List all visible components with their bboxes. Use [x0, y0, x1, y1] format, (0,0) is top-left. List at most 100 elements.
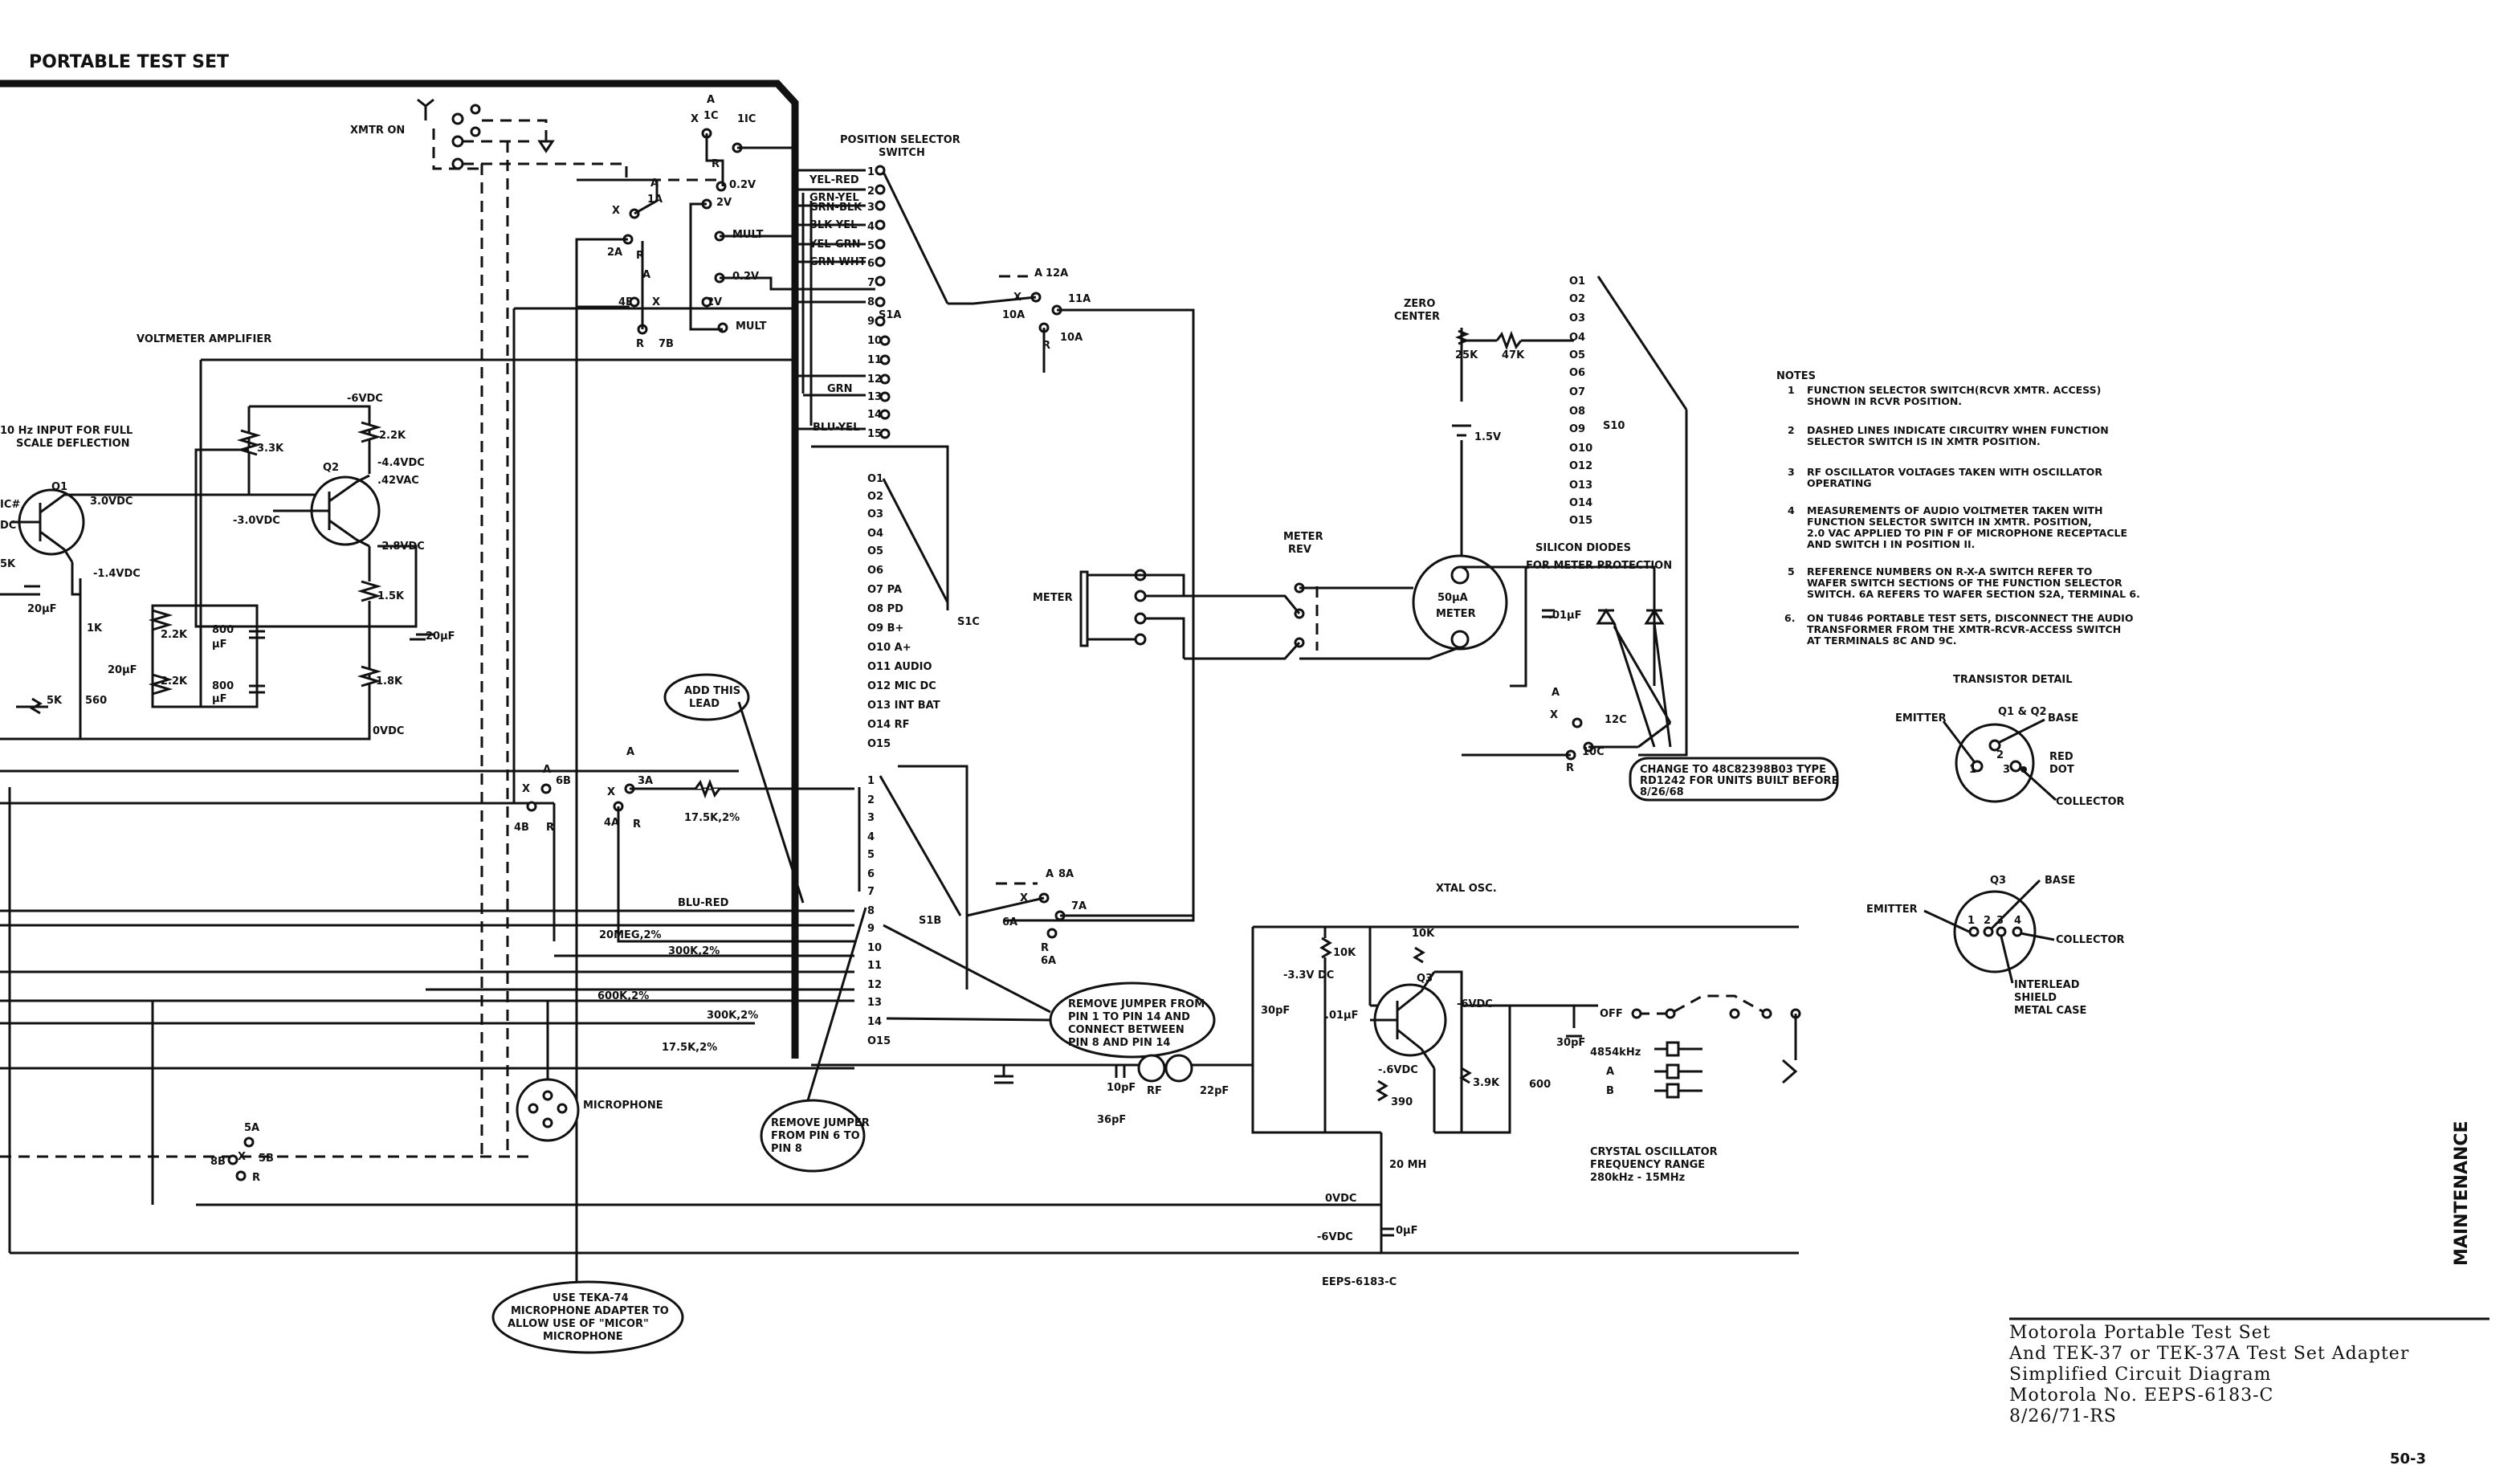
- svg-text:O14: O14: [1569, 497, 1592, 509]
- svg-text:2: 2: [1788, 424, 1795, 436]
- crystal-2: [1666, 1063, 1680, 1079]
- svg-text:RF OSCILLATOR VOLTAGES TAKEN W: RF OSCILLATOR VOLTAGES TAKEN WITH OSCILL…: [1807, 466, 2102, 478]
- svg-text:R: R: [1042, 340, 1050, 352]
- svg-text:4B: 4B: [514, 822, 529, 834]
- svg-text:RF: RF: [1147, 1085, 1162, 1097]
- svg-text:O4: O4: [867, 528, 883, 540]
- svg-text:2.2K: 2.2K: [161, 629, 188, 641]
- svg-text:X: X: [612, 205, 620, 217]
- notes-block: NOTES 1 FUNCTION SELECTOR SWITCH(RCVR XM…: [1776, 370, 2140, 647]
- svg-text:5: 5: [867, 240, 875, 252]
- svg-text:A: A: [650, 178, 659, 190]
- svg-text:OPERATING: OPERATING: [1807, 477, 1872, 489]
- svg-text:10C: 10C: [1582, 746, 1605, 758]
- svg-text:R: R: [252, 1172, 260, 1184]
- svg-text:6: 6: [867, 868, 875, 880]
- svg-text:-1.4VDC: -1.4VDC: [93, 568, 141, 580]
- svg-text:O2: O2: [1569, 293, 1585, 305]
- svg-text:COLLECTOR: COLLECTOR: [2056, 796, 2125, 808]
- svg-text:3: 3: [867, 812, 875, 824]
- svg-text:AND SWITCH I IN POSITION II.: AND SWITCH I IN POSITION II.: [1807, 538, 1975, 550]
- svg-text:DASHED LINES INDICATE CIRCUITR: DASHED LINES INDICATE CIRCUITRY WHEN FUN…: [1807, 424, 2109, 436]
- maintenance-label: MAINTENANCE: [2452, 1120, 2472, 1266]
- svg-text:BASE: BASE: [2048, 712, 2078, 724]
- svg-text:O6: O6: [867, 565, 883, 577]
- svg-text:CRYSTAL OSCILLATOR: CRYSTAL OSCILLATOR: [1590, 1146, 1718, 1158]
- svg-text:30pF: 30pF: [1261, 1005, 1290, 1017]
- svg-text:300K,2%: 300K,2%: [707, 1010, 758, 1022]
- svg-text:X: X: [1550, 709, 1558, 721]
- svg-text:.01µF: .01µF: [1325, 1010, 1358, 1022]
- svg-text:FROM PIN 6 TO: FROM PIN 6 TO: [771, 1130, 860, 1142]
- xmtr-on-label: XMTR ON: [350, 124, 405, 137]
- svg-text:REFERENCE NUMBERS ON R-X-A SWI: REFERENCE NUMBERS ON R-X-A SWITCH REFER …: [1807, 565, 2092, 577]
- svg-text:X: X: [691, 113, 699, 125]
- svg-text:R: R: [636, 338, 644, 350]
- svg-text:17.5K,2%: 17.5K,2%: [662, 1042, 717, 1054]
- svg-text:3: 3: [2003, 764, 2010, 776]
- svg-text:11: 11: [867, 960, 882, 972]
- svg-text:800: 800: [212, 624, 234, 636]
- svg-text:R: R: [636, 250, 644, 262]
- svg-text:O9: O9: [1569, 423, 1585, 435]
- svg-text:O10: O10: [1569, 443, 1592, 455]
- svg-text:1.5K: 1.5K: [377, 590, 405, 602]
- svg-text:CENTER: CENTER: [1394, 311, 1440, 323]
- svg-text:A: A: [543, 764, 551, 776]
- svg-text:3: 3: [867, 202, 875, 214]
- svg-text:CONNECT BETWEEN: CONNECT BETWEEN: [1068, 1024, 1185, 1036]
- svg-text:Simplified Circuit Diagram: Simplified Circuit Diagram: [2009, 1365, 2272, 1385]
- svg-text:2: 2: [867, 186, 875, 198]
- svg-text:MULT: MULT: [736, 320, 767, 333]
- svg-text:O8: O8: [1569, 406, 1585, 418]
- svg-text:.42VAC: .42VAC: [377, 475, 419, 487]
- svg-text:8: 8: [867, 905, 875, 917]
- svg-text:O2: O2: [867, 491, 883, 503]
- svg-text:3.9K: 3.9K: [1473, 1077, 1500, 1089]
- svg-text:0VDC: 0VDC: [373, 725, 404, 737]
- svg-text:2V: 2V: [716, 197, 732, 209]
- svg-text:10pF: 10pF: [1107, 1082, 1136, 1094]
- svg-text:REV: REV: [1288, 544, 1311, 556]
- svg-text:And TEK-37 or TEK-37A Test Set: And TEK-37 or TEK-37A Test Set Adapter: [2008, 1344, 2409, 1364]
- svg-text:390: 390: [1391, 1096, 1413, 1108]
- svg-text:6B: 6B: [556, 775, 571, 787]
- microphone-connector: [516, 1078, 580, 1142]
- svg-text:O9 B+: O9 B+: [867, 622, 903, 635]
- svg-text:PIN 8: PIN 8: [771, 1143, 802, 1155]
- svg-text:A: A: [1606, 1066, 1614, 1078]
- svg-text:10A: 10A: [1060, 332, 1083, 344]
- svg-text:0µF: 0µF: [1396, 1225, 1418, 1237]
- svg-text:X: X: [607, 786, 615, 798]
- svg-text:8B: 8B: [210, 1156, 226, 1168]
- svg-text:2.2K: 2.2K: [379, 430, 406, 442]
- svg-text:11A: 11A: [1068, 293, 1091, 305]
- svg-text:METER: METER: [1283, 531, 1323, 543]
- page-number: 50-3: [2390, 1451, 2426, 1465]
- add-lead-note: [663, 673, 750, 721]
- svg-text:GRN-YEL: GRN-YEL: [809, 192, 859, 204]
- svg-text:NOTES: NOTES: [1776, 370, 1816, 382]
- svg-text:600: 600: [1529, 1079, 1551, 1091]
- svg-text:0VDC: 0VDC: [1325, 1193, 1356, 1205]
- svg-text:20MEG,2%: 20MEG,2%: [599, 929, 662, 941]
- svg-text:10K: 10K: [1333, 947, 1356, 959]
- svg-text:5K: 5K: [47, 695, 63, 707]
- svg-text:A: A: [626, 746, 634, 758]
- svg-text:EMITTER: EMITTER: [1866, 904, 1918, 916]
- svg-text:1K: 1K: [87, 622, 103, 635]
- svg-text:10K: 10K: [1412, 928, 1435, 940]
- svg-text:8/26/68: 8/26/68: [1640, 786, 1684, 798]
- svg-text:3.3K: 3.3K: [257, 443, 284, 455]
- svg-text:A: A: [1046, 868, 1054, 880]
- svg-text:6.: 6.: [1784, 612, 1795, 624]
- svg-text:36pF: 36pF: [1097, 1114, 1126, 1126]
- svg-text:Motorola No. EEPS-6183-C: Motorola No. EEPS-6183-C: [2009, 1385, 2273, 1406]
- svg-text:20µF: 20µF: [27, 603, 57, 615]
- svg-text:LEAD: LEAD: [689, 698, 720, 710]
- svg-text:MICROPHONE: MICROPHONE: [583, 1100, 663, 1112]
- svg-text:R: R: [633, 818, 641, 830]
- svg-text:METER: METER: [1033, 592, 1073, 604]
